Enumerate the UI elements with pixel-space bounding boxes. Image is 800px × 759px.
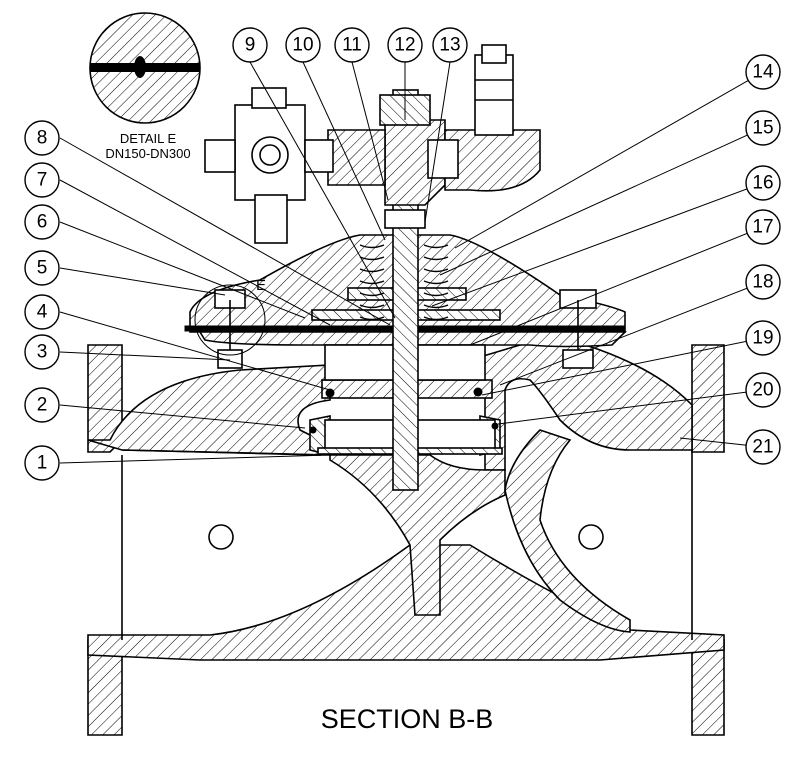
pilot-fittings bbox=[204, 44, 541, 244]
svg-text:10: 10 bbox=[292, 35, 313, 56]
balloon-11: 11 bbox=[334, 27, 370, 63]
balloon-1: 1 bbox=[24, 445, 60, 481]
svg-text:5: 5 bbox=[37, 258, 48, 279]
svg-text:2: 2 bbox=[37, 395, 48, 416]
balloon-6: 6 bbox=[24, 204, 60, 240]
detail-marker: E bbox=[256, 277, 266, 294]
valve-body bbox=[87, 340, 725, 736]
balloon-18: 18 bbox=[745, 264, 781, 300]
balloon-2: 2 bbox=[24, 387, 60, 423]
balloon-9: 9 bbox=[232, 27, 268, 63]
svg-text:17: 17 bbox=[752, 217, 773, 238]
section-caption: SECTION B-B bbox=[321, 704, 494, 734]
svg-text:20: 20 bbox=[752, 380, 773, 401]
svg-text:1: 1 bbox=[37, 453, 48, 474]
svg-text:19: 19 bbox=[752, 328, 773, 349]
svg-text:7: 7 bbox=[37, 170, 48, 191]
balloon-3: 3 bbox=[24, 334, 60, 370]
svg-text:21: 21 bbox=[752, 437, 773, 458]
balloon-4: 4 bbox=[24, 294, 60, 330]
svg-text:4: 4 bbox=[37, 302, 48, 323]
balloon-17: 17 bbox=[745, 209, 781, 245]
svg-text:3: 3 bbox=[37, 342, 48, 363]
balloon-16: 16 bbox=[745, 165, 781, 201]
balloon-10: 10 bbox=[285, 27, 321, 63]
svg-text:13: 13 bbox=[439, 35, 460, 56]
balloon-21: 21 bbox=[745, 429, 781, 465]
balloon-8: 8 bbox=[24, 120, 60, 156]
balloon-5: 5 bbox=[24, 250, 60, 286]
part-callouts: 1 2 3 4 5 6 7 8 9 10 11 12 13 14 15 16 1… bbox=[24, 27, 781, 481]
detail-e-view: DETAIL E DN150-DN300 bbox=[89, 12, 201, 161]
balloon-15: 15 bbox=[745, 110, 781, 146]
svg-text:12: 12 bbox=[394, 35, 415, 56]
balloon-12: 12 bbox=[387, 27, 423, 63]
detail-subtitle: DN150-DN300 bbox=[105, 146, 190, 161]
balloon-7: 7 bbox=[24, 162, 60, 198]
svg-text:16: 16 bbox=[752, 173, 773, 194]
svg-text:11: 11 bbox=[342, 35, 362, 56]
balloon-14: 14 bbox=[745, 54, 781, 90]
detail-title: DETAIL E bbox=[120, 131, 177, 146]
balloon-19: 19 bbox=[745, 320, 781, 356]
balloon-20: 20 bbox=[745, 372, 781, 408]
svg-text:6: 6 bbox=[37, 212, 48, 233]
svg-text:14: 14 bbox=[752, 62, 774, 83]
svg-text:8: 8 bbox=[37, 128, 48, 149]
balloon-13: 13 bbox=[432, 27, 468, 63]
svg-text:18: 18 bbox=[752, 272, 773, 293]
svg-text:15: 15 bbox=[752, 118, 773, 139]
svg-text:9: 9 bbox=[245, 35, 256, 56]
